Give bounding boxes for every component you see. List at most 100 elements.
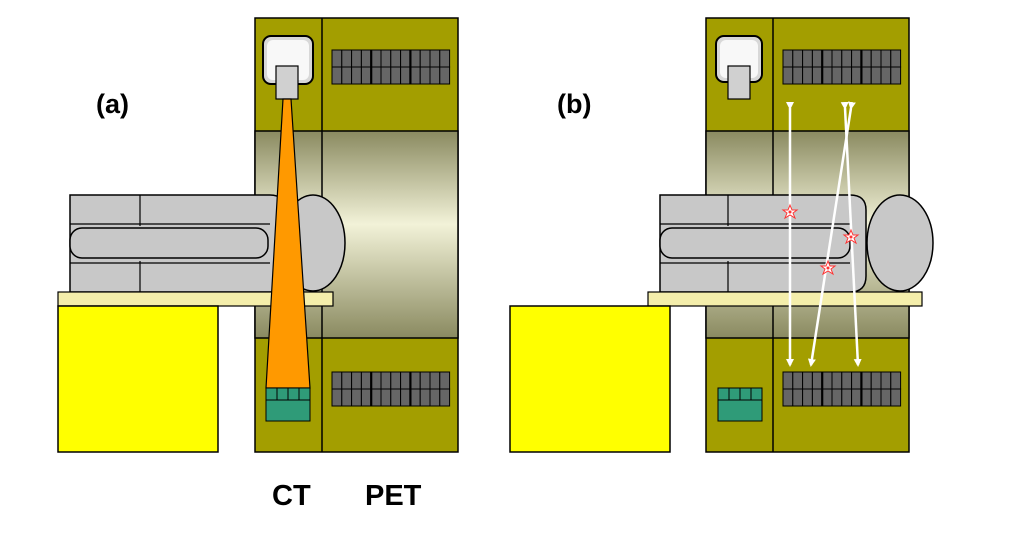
detector-crystal [851, 49, 862, 68]
detector-crystal [351, 371, 362, 390]
detector-crystal [370, 66, 382, 85]
detector-crystal [890, 66, 902, 85]
detector-crystal [439, 388, 451, 407]
detector-crystal [831, 371, 843, 390]
detector-crystal [409, 66, 421, 85]
event-marker [842, 228, 860, 245]
detector-crystal [821, 371, 833, 390]
detector-crystal [860, 371, 872, 390]
detector-crystal [890, 388, 902, 407]
pet-detector-bottom [331, 371, 451, 407]
detector-crystal [341, 371, 353, 390]
detector-crystal [792, 388, 804, 407]
panel-b-label: (b) [557, 89, 591, 119]
detector-crystal [409, 371, 421, 390]
detector-crystal [331, 388, 343, 407]
detector-crystal [331, 66, 343, 85]
detector-crystal [880, 49, 892, 68]
detector-crystal [841, 388, 853, 407]
detector-crystal [831, 66, 843, 85]
detector-crystal [811, 371, 823, 390]
detector-crystal [880, 66, 892, 85]
detector-crystal [890, 371, 902, 390]
detector-crystal [331, 371, 343, 390]
event-marker [819, 259, 837, 276]
detector-crystal [400, 49, 411, 68]
detector-crystal [782, 49, 794, 68]
detector-crystal [802, 371, 813, 390]
detector-crystal [360, 66, 372, 85]
detector-crystal [860, 66, 872, 85]
detector-crystal [351, 66, 362, 85]
detector-crystal [429, 66, 441, 85]
xray-source [275, 65, 299, 100]
detector-crystal [782, 66, 794, 85]
detector-crystal [351, 49, 362, 68]
detector-crystal [341, 388, 353, 407]
detector-crystal [400, 371, 411, 390]
detector-crystal [831, 49, 843, 68]
detector-crystal [429, 388, 441, 407]
detector-crystal [870, 371, 882, 390]
detector-crystal [792, 66, 804, 85]
detector-crystal [841, 49, 853, 68]
detector-crystal [409, 388, 421, 407]
detector-crystal [370, 49, 382, 68]
detector-crystal [380, 49, 392, 68]
pet-label: PET [365, 480, 422, 512]
ct-label: CT [272, 480, 311, 512]
bed-base [509, 305, 671, 453]
xray-source [727, 65, 751, 100]
detector-crystal [860, 49, 872, 68]
detector-crystal [890, 49, 902, 68]
detector-crystal [821, 66, 833, 85]
detector-crystal [782, 371, 794, 390]
detector-crystal [390, 388, 402, 407]
detector-crystal [802, 66, 813, 85]
detector-crystal [870, 49, 882, 68]
detector-crystal [390, 371, 402, 390]
detector-crystal [360, 388, 372, 407]
detector-crystal [370, 371, 382, 390]
detector-crystal [390, 49, 402, 68]
detector-crystal [439, 66, 451, 85]
detector-crystal [802, 388, 813, 407]
detector-crystal [841, 66, 853, 85]
pet-detector-bottom [782, 371, 902, 407]
detector-crystal [811, 388, 823, 407]
detector-crystal [860, 388, 872, 407]
detector-crystal [429, 49, 441, 68]
pet-detector-top [782, 49, 902, 85]
detector-crystal [419, 49, 431, 68]
detector-crystal [419, 66, 431, 85]
detector-crystal [360, 371, 372, 390]
panel-a-label: (a) [96, 89, 129, 119]
detector-crystal [880, 371, 892, 390]
detector-crystal [802, 49, 813, 68]
detector-crystal [360, 49, 372, 68]
detector-crystal [409, 49, 421, 68]
ct-detector [265, 387, 311, 422]
detector-crystal [380, 388, 392, 407]
annihilation-events [781, 203, 860, 276]
detector-crystal [390, 66, 402, 85]
detector-crystal [370, 388, 382, 407]
detector-crystal [870, 388, 882, 407]
detector-crystal [400, 66, 411, 85]
detector-crystal [419, 371, 431, 390]
detector-crystal [439, 371, 451, 390]
detector-crystal [782, 388, 794, 407]
ct-detector [717, 387, 763, 422]
detector-crystal [341, 66, 353, 85]
detector-crystal [341, 49, 353, 68]
detector-crystal [400, 388, 411, 407]
detector-crystal [870, 66, 882, 85]
detector-crystal [851, 388, 862, 407]
detector-crystal [380, 66, 392, 85]
detector-crystal [351, 388, 362, 407]
detector-crystal [811, 49, 823, 68]
detector-crystal [831, 388, 843, 407]
detector-crystal [821, 388, 833, 407]
patient-body [69, 194, 346, 293]
